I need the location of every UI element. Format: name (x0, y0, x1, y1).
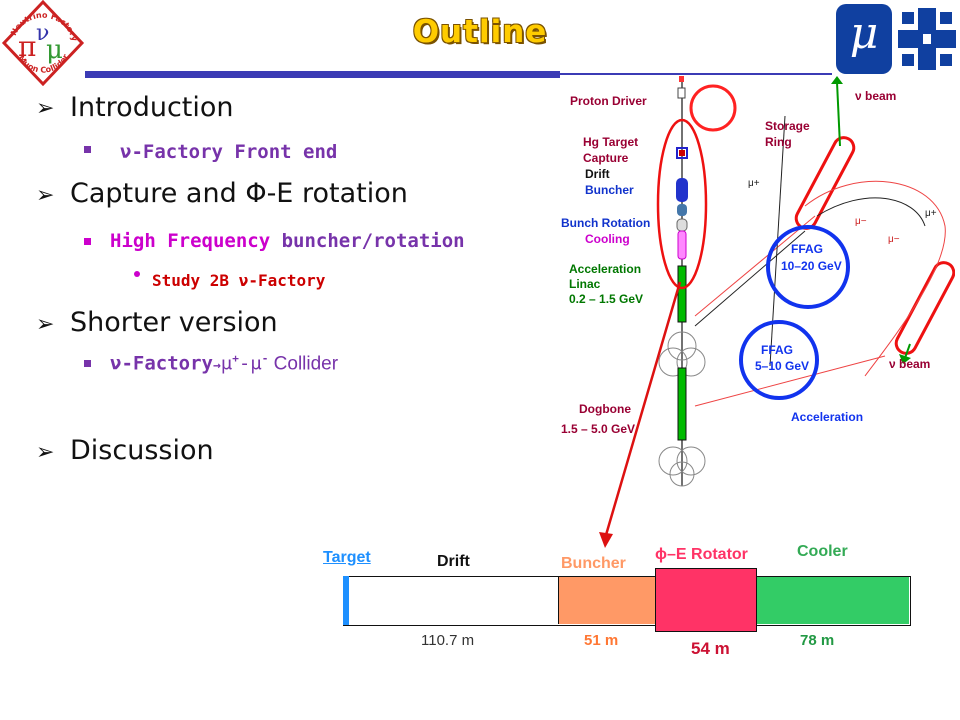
nu-beam-bottom-line (904, 343, 911, 359)
label-hg-target: Hg Target (583, 135, 638, 149)
logo-mu-symbol: μ (46, 35, 63, 65)
outline-shorter-version: Shorter version (70, 307, 278, 338)
rotation-element-2 (676, 218, 688, 232)
dot-bullet-icon (134, 271, 140, 277)
beamline-drift-label: Drift (437, 553, 470, 570)
beamline-buncher-label: Buncher (561, 555, 626, 572)
collider-sup-minus: - (261, 352, 269, 365)
outline-collider: ν-Factory→μ+-μ- Collider (110, 352, 338, 375)
rotator-length: 54 m (691, 639, 730, 658)
label-acceleration-linac-3: 0.2 – 1.5 GeV (569, 292, 643, 306)
square-bullet-icon (84, 360, 91, 367)
label-acceleration-linac-1: Acceleration (569, 262, 641, 276)
label-buncher: Buncher (585, 183, 634, 197)
outline-capture: Capture and Φ-E rotation (70, 178, 408, 209)
label-ffag2-a: FFAG (761, 343, 793, 357)
rotator-segment (655, 568, 757, 632)
arrow-bullet-icon: ➢ (36, 96, 55, 121)
outline-front-end: ν-Factory Front end (120, 141, 338, 163)
neutrino-factory-diagram: Proton Driver Hg Target Capture Drift Bu… (561, 76, 955, 487)
buncher-segment (558, 577, 656, 624)
ffag-ring-large (766, 225, 850, 309)
label-storage-1: Storage (765, 119, 810, 133)
cooler-segment (757, 577, 909, 624)
callout-arrow (599, 281, 682, 548)
linac-element (677, 265, 687, 323)
label-mu-plus-2: μ+ (925, 208, 937, 219)
beamline-cooler-label: Cooler (797, 543, 848, 560)
label-ffag1-a: FFAG (791, 242, 823, 256)
collider-mu: μ (220, 352, 233, 375)
buncher-element (676, 178, 688, 202)
arrow-bullet-icon: ➢ (36, 312, 55, 337)
capture-highlight-ellipse (656, 118, 708, 290)
label-nu-beam-top: ν beam (855, 89, 896, 103)
neutrino-factory-logo: Neutrino Factory Muon Collider π ν μ (1, 0, 85, 86)
target-box (676, 147, 688, 159)
label-storage-2: Ring (765, 135, 792, 149)
title-underline (85, 71, 560, 78)
storage-ring-top (794, 136, 856, 230)
label-mu-minus-2: μ− (888, 234, 900, 245)
logo-pi-symbol: π (18, 30, 36, 63)
collider-sup-plus: + (232, 352, 239, 365)
collider-nu-factory: ν-Factory (110, 352, 213, 375)
label-mu-minus-1: μ− (855, 216, 867, 227)
drift-length: 110.7 m (421, 632, 475, 649)
buncher-rotation-text: buncher/rotation (270, 230, 465, 252)
label-capture: Capture (583, 151, 629, 165)
square-bullet-icon (84, 238, 91, 245)
label-dogbone-1: Dogbone (579, 402, 631, 416)
logo-nu-symbol: ν (36, 21, 49, 46)
outline-study-2b: Study 2B ν-Factory (152, 271, 326, 290)
proton-source-marker (679, 76, 684, 82)
ffag-ring-small (739, 320, 819, 400)
collider-arrow: → (212, 358, 221, 374)
label-bunch-rotation: Bunch Rotation (561, 216, 650, 230)
label-dogbone-2: 1.5 – 5.0 GeV (561, 422, 635, 436)
arrow-bullet-icon: ➢ (36, 183, 55, 208)
high-frequency-text: High Frequency (110, 230, 271, 252)
beamline-target-label: Target (323, 549, 371, 566)
label-nu-beam-bottom: ν beam (889, 357, 930, 371)
square-bullet-icon (84, 146, 91, 153)
outline-introduction: Introduction (70, 92, 234, 123)
label-proton-driver: Proton Driver (570, 94, 647, 108)
outline-high-frequency: High Frequency buncher/rotation (110, 230, 465, 252)
arrow-bullet-icon: ➢ (36, 440, 55, 465)
label-acceleration: Acceleration (791, 410, 863, 424)
cooler-length: 78 m (800, 632, 835, 649)
label-ffag1-b: 10–20 GeV (781, 259, 842, 273)
proton-driver-box (677, 87, 686, 99)
buncher-length: 51 m (584, 632, 619, 649)
title-underline-thin (560, 73, 832, 75)
dogbone-element (677, 367, 687, 441)
nu-beam-top-line (836, 81, 841, 147)
target-segment (343, 576, 349, 625)
label-cooling: Cooling (585, 232, 630, 246)
proton-driver-ring (689, 84, 737, 132)
mu-logo-symbol: μ (849, 8, 879, 59)
rotation-element (677, 204, 687, 216)
page-title: Outline (412, 14, 548, 50)
collider-word: Collider (268, 353, 339, 375)
mu-logo (836, 4, 892, 74)
storage-ring-bottom (894, 261, 955, 355)
beamline-rotator-label: ϕ–E Rotator (655, 546, 748, 563)
cooling-element (677, 230, 687, 260)
target-marker (679, 150, 685, 156)
outline-discussion: Discussion (70, 435, 214, 466)
label-mu-plus-1: μ+ (748, 178, 760, 189)
label-drift: Drift (585, 167, 610, 181)
collider-mu-minus: -μ (238, 352, 262, 375)
fermilab-logo (898, 8, 956, 70)
label-ffag2-b: 5–10 GeV (755, 359, 809, 373)
label-acceleration-linac-2: Linac (569, 277, 601, 291)
